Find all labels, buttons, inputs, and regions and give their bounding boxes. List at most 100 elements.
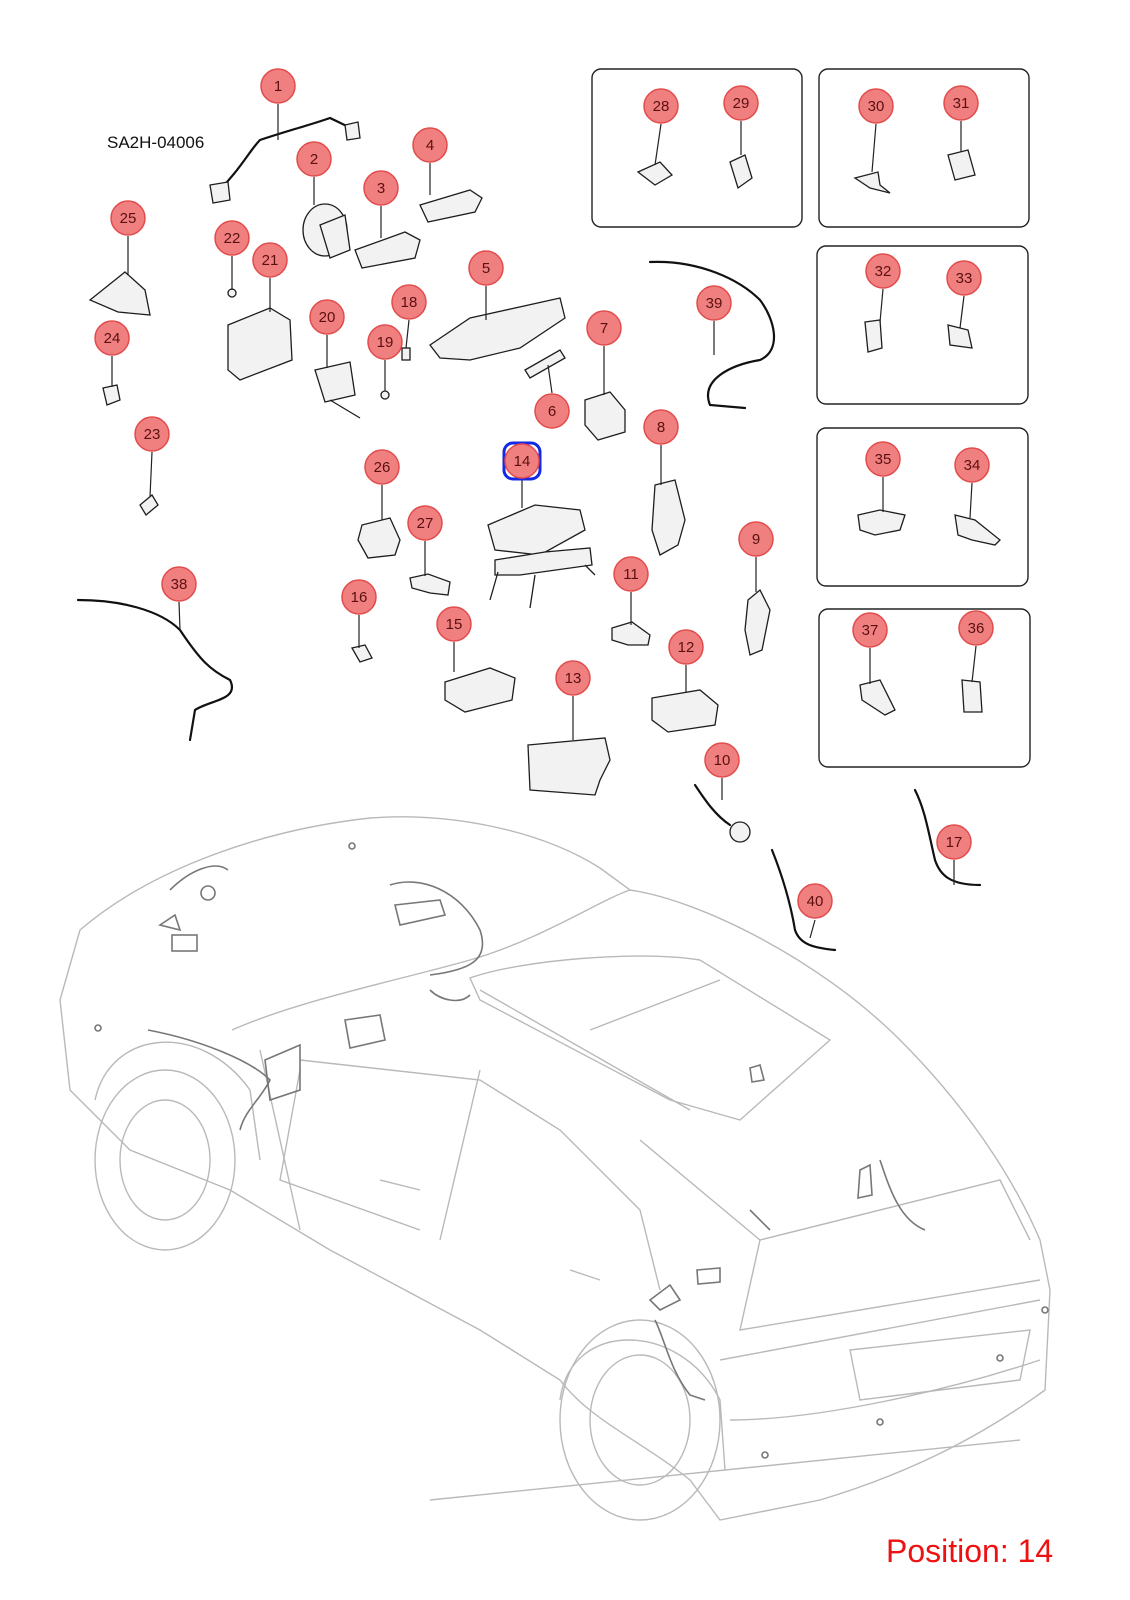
callout-bubble <box>534 393 570 429</box>
callout-15[interactable]: 15 <box>436 606 472 642</box>
callout-14[interactable]: 14 <box>502 441 542 481</box>
callout-35[interactable]: 35 <box>865 441 901 477</box>
callout-number: 27 <box>417 515 434 532</box>
callout-40[interactable]: 40 <box>797 883 833 919</box>
callout-9[interactable]: 9 <box>738 521 774 557</box>
leader-lines <box>111 104 977 939</box>
callout-number: 25 <box>120 210 137 227</box>
callout-5[interactable]: 5 <box>468 250 504 286</box>
callout-bubble <box>696 285 732 321</box>
callout-number: 11 <box>623 566 639 583</box>
callout-bubble <box>943 85 979 121</box>
callout-36[interactable]: 36 <box>958 610 994 646</box>
callout-30[interactable]: 30 <box>858 88 894 124</box>
callout-32[interactable]: 32 <box>865 253 901 289</box>
callout-number: 3 <box>377 180 385 197</box>
callout-19[interactable]: 19 <box>367 324 403 360</box>
callout-number: 31 <box>953 95 970 112</box>
callout-bubble <box>954 447 990 483</box>
callout-13[interactable]: 13 <box>555 660 591 696</box>
callout-number: 12 <box>678 639 695 656</box>
callout-number: 18 <box>401 294 418 311</box>
callout-number: 1 <box>274 78 282 95</box>
callout-29[interactable]: 29 <box>723 85 759 121</box>
callout-number: 13 <box>565 670 582 687</box>
callout-bubble <box>391 284 427 320</box>
callout-bubble <box>436 606 472 642</box>
parts <box>76 116 1001 952</box>
callout-number: 14 <box>514 453 531 470</box>
callout-27[interactable]: 27 <box>407 505 443 541</box>
callout-2[interactable]: 2 <box>296 141 332 177</box>
callout-bubble <box>364 449 400 485</box>
callout-25[interactable]: 25 <box>110 200 146 236</box>
callout-number: 8 <box>657 419 665 436</box>
callout-39[interactable]: 39 <box>696 285 732 321</box>
callout-number: 22 <box>224 230 241 247</box>
callout-bubble <box>946 260 982 296</box>
callout-31[interactable]: 31 <box>943 85 979 121</box>
callout-37[interactable]: 37 <box>852 612 888 648</box>
callout-bubble <box>643 409 679 445</box>
callout-21[interactable]: 21 <box>252 242 288 278</box>
callout-bubble <box>407 505 443 541</box>
callout-26[interactable]: 26 <box>364 449 400 485</box>
callout-24[interactable]: 24 <box>94 320 130 356</box>
callout-number: 39 <box>706 295 723 312</box>
callout-4[interactable]: 4 <box>412 127 448 163</box>
diagram-id: SA2H-04006 <box>107 133 205 152</box>
callout-number: 19 <box>377 334 394 351</box>
callout-1[interactable]: 1 <box>260 68 296 104</box>
callout-20[interactable]: 20 <box>309 299 345 335</box>
callout-28[interactable]: 28 <box>643 88 679 124</box>
callout-number: 36 <box>968 620 985 637</box>
callout-bubble <box>252 242 288 278</box>
callout-number: 30 <box>868 98 885 115</box>
callout-bubble <box>214 220 250 256</box>
callout-bubble <box>412 127 448 163</box>
callout-number: 6 <box>548 403 556 420</box>
callout-bubble <box>555 660 591 696</box>
callout-bubble <box>260 68 296 104</box>
callout-bubble <box>797 883 833 919</box>
vehicle-outline <box>59 816 1051 1521</box>
callout-bubble <box>161 566 197 602</box>
callout-bubble <box>367 324 403 360</box>
callout-11[interactable]: 11 <box>613 556 649 592</box>
callout-bubble <box>504 443 540 479</box>
callout-10[interactable]: 10 <box>704 742 740 778</box>
callout-38[interactable]: 38 <box>161 566 197 602</box>
callout-number: 5 <box>482 260 490 277</box>
callout-3[interactable]: 3 <box>363 170 399 206</box>
callout-33[interactable]: 33 <box>946 260 982 296</box>
callout-bubble <box>668 629 704 665</box>
callout-bubble <box>643 88 679 124</box>
callout-number: 34 <box>964 457 981 474</box>
callout-bubble <box>94 320 130 356</box>
callout-bubble <box>110 200 146 236</box>
callout-number: 29 <box>733 95 750 112</box>
callout-17[interactable]: 17 <box>936 824 972 860</box>
callout-number: 9 <box>752 531 760 548</box>
callout-16[interactable]: 16 <box>341 579 377 615</box>
callout-7[interactable]: 7 <box>586 310 622 346</box>
callout-6[interactable]: 6 <box>534 393 570 429</box>
callout-number: 20 <box>319 309 336 326</box>
callout-number: 37 <box>862 622 879 639</box>
callout-number: 40 <box>807 893 824 910</box>
callout-22[interactable]: 22 <box>214 220 250 256</box>
callout-12[interactable]: 12 <box>668 629 704 665</box>
callout-18[interactable]: 18 <box>391 284 427 320</box>
callout-number: 2 <box>310 151 318 168</box>
callout-bubble <box>865 253 901 289</box>
callout-bubble <box>858 88 894 124</box>
callout-bubble <box>468 250 504 286</box>
callout-23[interactable]: 23 <box>134 416 170 452</box>
callout-bubble <box>309 299 345 335</box>
callout-8[interactable]: 8 <box>643 409 679 445</box>
callout-34[interactable]: 34 <box>954 447 990 483</box>
panel-28-29 <box>591 68 803 228</box>
panel-30-31 <box>818 68 1030 228</box>
callout-bubble <box>613 556 649 592</box>
